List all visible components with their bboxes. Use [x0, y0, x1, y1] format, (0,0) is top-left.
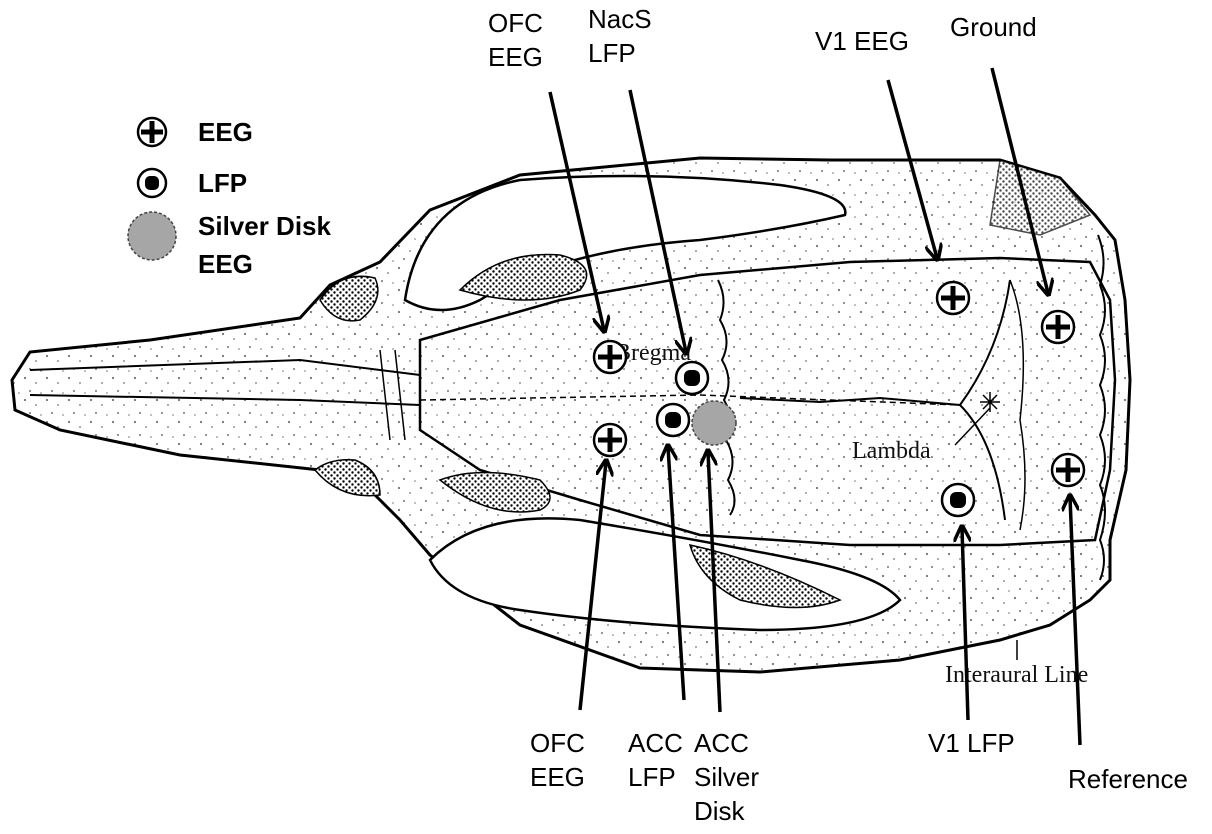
callout-v1-lfp: V1 LFP — [928, 726, 1015, 760]
lfp-electrode-acc — [657, 404, 689, 436]
silver-disk-electrode-acc — [692, 401, 736, 445]
callout-ofc-eeg-top: OFC EEG — [488, 6, 543, 74]
legend-eeg-icon — [138, 118, 166, 146]
eeg-electrode-ofc-top — [594, 341, 626, 373]
eeg-electrode-reference — [1052, 454, 1084, 486]
lfp-electrode-v1 — [942, 484, 974, 516]
legend-silver-disk-label-line1: Silver Disk — [198, 210, 331, 242]
legend-lfp-label: LFP — [198, 167, 247, 199]
lambda-label: Lambda — [852, 438, 931, 464]
eeg-electrode-ofc-bottom — [594, 424, 626, 456]
lfp-electrode-nacs — [676, 362, 708, 394]
callout-v1-eeg: V1 EEG — [815, 24, 909, 58]
skull-outline — [12, 158, 1130, 672]
legend-silver-disk-label-line2: EEG — [198, 248, 253, 280]
callout-nacs-lfp: NacS LFP — [588, 2, 652, 70]
legend-lfp-icon — [138, 169, 166, 197]
eeg-electrode-ground — [1042, 311, 1074, 343]
callout-ofc-eeg-bottom: OFC EEG — [530, 726, 585, 794]
callout-ground: Ground — [950, 10, 1037, 44]
callout-reference: Reference — [1068, 762, 1188, 796]
legend-silver-disk-icon — [128, 212, 176, 260]
callout-acc-silver-disk: ACC Silver Disk — [694, 726, 759, 828]
callout-acc-lfp: ACC LFP — [628, 726, 683, 794]
eeg-electrode-v1 — [937, 282, 969, 314]
legend-eeg-label: EEG — [198, 116, 253, 148]
